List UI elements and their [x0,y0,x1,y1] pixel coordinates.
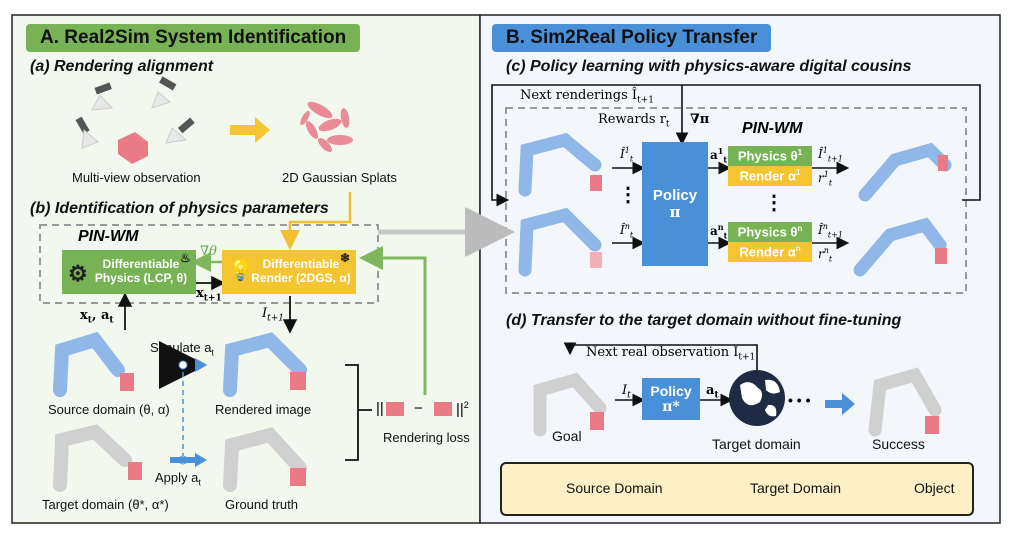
goal-label: Goal [552,428,582,444]
norm-left: || [376,400,384,417]
rendering-loss-label: Rendering loss [383,430,470,445]
norm-right: ||2 [456,400,469,418]
apply-label: Apply at [155,470,201,488]
simulate-label: Simulate at [150,340,214,358]
rewards-label: Rewards rt [598,112,670,130]
xt-at-label: xt, at [80,308,114,326]
policy-label: Policy [652,186,698,204]
legend-box [500,462,974,516]
legend-object: Object [914,480,955,496]
dots-mid: ⋮ [764,192,784,214]
output-n-label: Înt+1 [818,222,843,240]
policy-star-box: Policy π* [642,378,700,420]
next-renderings-label: Next renderings Ît+1 [520,88,654,106]
dots-left: ⋮ [618,184,638,206]
physics-n-box: Physics θn [728,222,812,242]
gear-icon: ⚙ [68,261,88,286]
ellipsis-dots: • • • [788,392,811,408]
target-domain-d-label: Target domain [712,436,801,452]
rendered-image-label: Rendered image [215,402,312,417]
minus-sign: − [414,400,423,417]
action-1-label: a1t [710,146,728,165]
panel-b-title: B. Sim2Real Policy Transfer [492,24,772,52]
target-domain-label: Target domain (θ*, α*) [42,497,169,512]
source-domain-label: Source domain (θ, α) [48,402,170,417]
diff-render-line2: Render (2DGS, α) [251,271,351,285]
subtitle-a: (a) Rendering alignment [30,58,214,75]
pinwm-label-a: PIN-WM [78,228,139,245]
panel-a-title: A. Real2Sim System Identification [26,24,361,52]
success-label: Success [872,436,925,452]
i-t1-label: It+1 [262,306,285,324]
input-n-label: Înt [620,222,634,240]
label-multiview: Multi-view observation [72,170,201,185]
earth-globe-icon [729,370,785,426]
lightbulb-icon: 💡 [228,260,253,282]
diff-render-box: 💡 ❄ Differentiable Render (2DGS, α) [222,250,356,294]
robot-figures [53,132,952,492]
reward-1-label: r1t [818,170,833,188]
gaussian-splat-cloud [300,101,353,152]
policy-star-pi: π* [662,399,680,415]
output-1-label: Î1t+1 [818,146,843,164]
policy-pi: π [669,203,681,221]
subtitle-c: (c) Policy learning with physics-aware d… [506,58,912,75]
it-label: It [622,383,631,401]
legend-source: Source Domain [566,480,663,496]
label-splats: 2D Gaussian Splats [282,170,397,185]
diff-physics-box: ⚙ ♨ Differentiable Physics (LCP, θ) [62,250,196,294]
action-n-label: ant [710,222,728,241]
policy-star-label: Policy [650,382,692,399]
diff-physics-line2: Physics (LCP, θ) [94,271,188,285]
reward-n-label: rnt [818,246,833,264]
input-1-label: Î1t [620,146,634,164]
subtitle-d: (d) Transfer to the target domain withou… [506,312,902,329]
x-t1-label: xt+1 [196,286,222,304]
render-n-box: Render αn [728,242,812,262]
fire-icon: ♨ [180,251,191,265]
policy-box: Policy π [642,142,708,266]
snowflake-icon: ❄ [340,251,351,265]
at-label: at [706,383,719,401]
render-1-box: Render α1 [728,166,812,186]
legend-target: Target Domain [750,480,842,496]
grad-theta-label: ∇θ [200,244,217,259]
next-real-label: Next real observation It+1 [586,345,756,363]
ground-truth-label: Ground truth [225,497,298,512]
subtitle-b: (b) Identification of physics parameters [30,200,329,217]
grad-pi-label: ∇π [690,112,710,127]
physics-1-box: Physics θ1 [728,146,812,166]
pinwm-label-b: PIN-WM [742,120,803,137]
camera-icons [75,76,195,164]
diff-render-line1: Differentiable [262,257,340,272]
diff-physics-line1: Differentiable [102,257,180,272]
